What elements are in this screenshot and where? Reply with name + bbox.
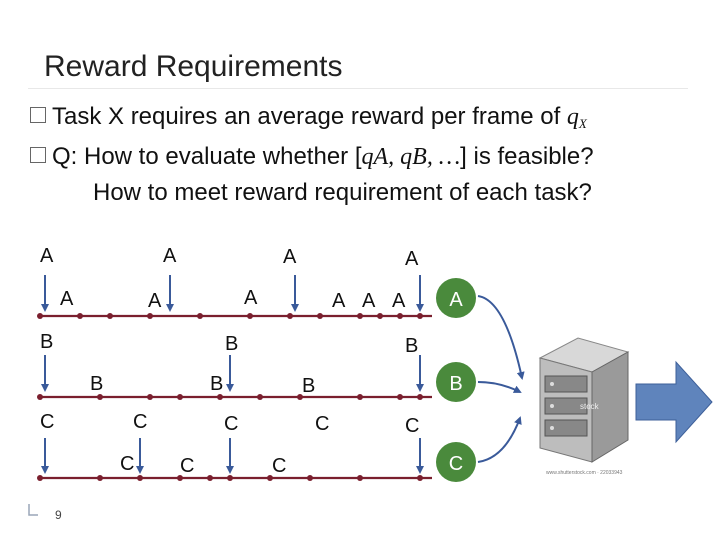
watermark-text: www.shutterstock.com · 22033943 [546, 470, 623, 476]
label-b: B [210, 373, 223, 395]
server-icon: stock www.shutterstock.com · 22033943 [538, 337, 630, 476]
timeline-dot [177, 475, 183, 481]
label-a: A [40, 245, 54, 267]
timeline-dot [297, 394, 303, 400]
timeline-dot [247, 313, 253, 319]
timeline-dot [77, 313, 83, 319]
legend-c-label: C [449, 453, 463, 475]
timeline-dot [147, 313, 153, 319]
curve-arrow-c [477, 416, 522, 463]
legend: A B C [436, 278, 476, 482]
label-a: A [362, 290, 376, 312]
legend-b-circle [436, 362, 476, 402]
timeline-dot [217, 394, 223, 400]
timeline-dot [287, 313, 293, 319]
timeline-dot [417, 313, 423, 319]
timeline-dot [357, 475, 363, 481]
title-divider [28, 88, 688, 89]
page-number: 9 [55, 508, 62, 522]
legend-a-circle [436, 278, 476, 318]
label-b: B [405, 335, 418, 357]
label-a: A [392, 290, 406, 312]
legend-b-label: B [449, 373, 462, 395]
timelines [37, 313, 432, 481]
timeline-dot [137, 475, 143, 481]
label-a: A [244, 287, 258, 309]
label-c: C [272, 455, 286, 477]
label-c: C [180, 455, 194, 477]
timeline-dot [207, 475, 213, 481]
bullet-2-prefix: Q: How to evaluate whether [ [52, 143, 362, 170]
label-c: C [315, 413, 329, 435]
label-c: C [133, 411, 147, 433]
bullet-1-math: qX [566, 104, 587, 131]
bullet-2-continuation: How to meet reward requirement of each t… [93, 179, 592, 206]
legend-a-label: A [449, 289, 463, 311]
timeline-dot [257, 394, 263, 400]
timeline-dot [417, 394, 423, 400]
label-c: C [405, 415, 419, 437]
timeline-dot [267, 475, 273, 481]
timeline-dot [97, 394, 103, 400]
label-c: C [224, 413, 238, 435]
legend-c-circle [436, 442, 476, 482]
label-b: B [40, 331, 53, 353]
curved-arrows [477, 295, 525, 463]
label-a: A [148, 290, 162, 312]
label-a: A [60, 288, 74, 310]
arrival-arrows [41, 275, 424, 474]
label-b: B [302, 375, 315, 397]
curve-arrow-a [477, 295, 525, 380]
bullet-box-icon [30, 107, 46, 123]
label-b: B [90, 373, 103, 395]
timeline-dot [317, 313, 323, 319]
timeline-dot [107, 313, 113, 319]
label-a: A [405, 248, 419, 270]
timeline-dot [147, 394, 153, 400]
timeline-dot [37, 394, 43, 400]
page-title: Reward Requirements [44, 50, 343, 83]
server-brand-text: stock [580, 402, 600, 411]
timeline-dot [357, 394, 363, 400]
bullet-2: Q: How to evaluate whether [qA, qB, …] i… [30, 143, 594, 171]
timeline-dot [357, 313, 363, 319]
label-c: C [120, 453, 134, 475]
curve-arrow-b [477, 381, 522, 393]
bullet-box-icon [30, 147, 46, 163]
label-c: C [40, 411, 54, 433]
bullet-1-text: Task X requires an average reward per fr… [52, 103, 567, 130]
corner-bracket-icon [28, 504, 38, 516]
timeline-dot [397, 394, 403, 400]
bullet-1: Task X requires an average reward per fr… [30, 103, 587, 132]
bullet-2-math: qA, qB, … [361, 144, 461, 170]
timeline-dot [397, 313, 403, 319]
timeline-dot [227, 475, 233, 481]
output-arrow-icon [635, 360, 713, 444]
label-a: A [283, 246, 297, 268]
timeline-dot [197, 313, 203, 319]
timeline-dot [37, 313, 43, 319]
label-b: B [225, 333, 238, 355]
timeline-dot [37, 475, 43, 481]
bullet-2-suffix: ] is feasible? [460, 143, 594, 170]
timeline-dot [97, 475, 103, 481]
timeline-dot [177, 394, 183, 400]
timeline-dot [417, 475, 423, 481]
timeline-dot [307, 475, 313, 481]
label-a: A [163, 245, 177, 267]
timeline-dot [377, 313, 383, 319]
label-a: A [332, 290, 346, 312]
